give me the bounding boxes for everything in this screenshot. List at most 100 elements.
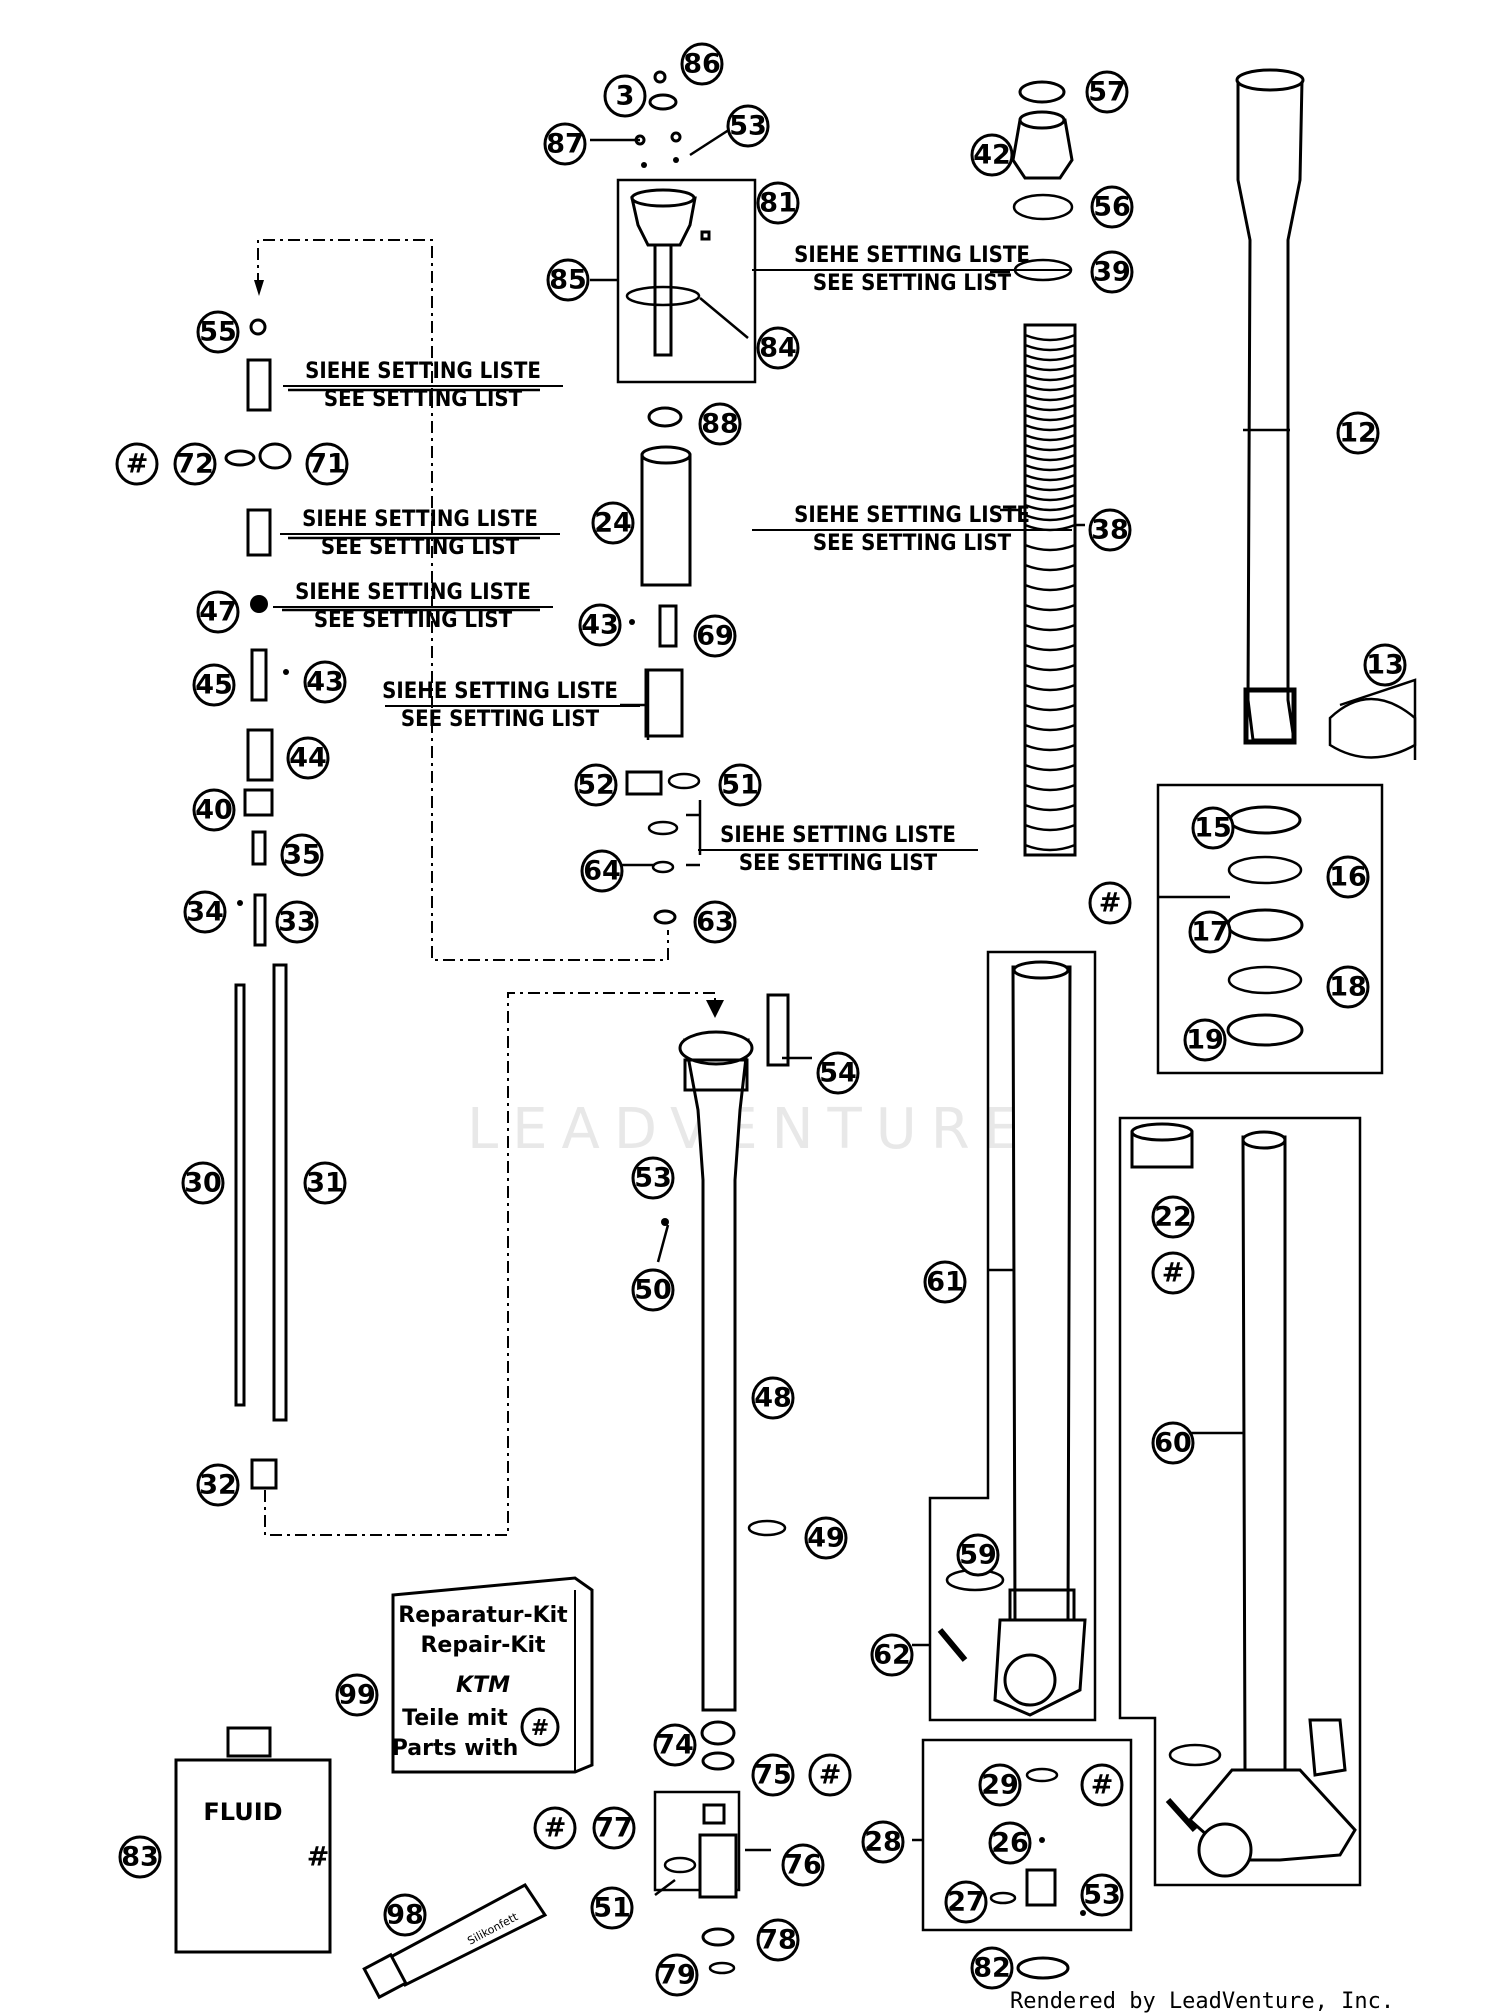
callout-59: 59	[956, 1533, 1000, 1577]
callout-26: 26	[988, 1821, 1032, 1865]
svg-text:77: 77	[595, 1813, 633, 1844]
svg-text:53: 53	[1083, 1880, 1121, 1911]
svg-text:98: 98	[386, 1900, 424, 1931]
callout-hash: #	[1088, 881, 1132, 925]
callout-55: 55	[196, 310, 240, 354]
svg-text:#: #	[126, 449, 149, 480]
svg-text:#: #	[544, 1813, 567, 1844]
callout-24: 24	[591, 501, 635, 545]
svg-text:50: 50	[634, 1275, 672, 1306]
callout-43: 43	[578, 603, 622, 647]
svg-text:45: 45	[195, 670, 233, 701]
callout-40: 40	[192, 788, 236, 832]
callout-78: 78	[756, 1918, 800, 1962]
svg-text:59: 59	[959, 1540, 997, 1571]
setting-labels: SIEHE SETTING LISTE SEE SETTING LIST SIEH…	[273, 243, 1072, 876]
callout-3: 3	[603, 74, 647, 118]
callout-98: 98	[383, 1893, 427, 1937]
svg-text:28: 28	[864, 1827, 902, 1858]
svg-text:SIEHE SETTING LISTE: SIEHE SETTING LISTE	[305, 359, 541, 384]
compression-kit-box	[921, 1738, 1133, 1932]
svg-text:3: 3	[616, 81, 635, 112]
svg-text:53: 53	[729, 111, 767, 142]
svg-text:71: 71	[308, 449, 346, 480]
credit-text: Rendered by LeadVenture, Inc.	[1010, 1989, 1394, 2014]
leader-lines	[282, 124, 1417, 1896]
callout-74: 74	[653, 1723, 697, 1767]
callout-19: 19	[1183, 1018, 1227, 1062]
svg-text:49: 49	[807, 1523, 845, 1554]
svg-text:22: 22	[1154, 1202, 1192, 1233]
callout-31: 31	[303, 1161, 347, 1205]
svg-text:52: 52	[577, 770, 615, 801]
callout-72: 72	[173, 442, 217, 486]
svg-text:32: 32	[199, 1470, 237, 1501]
svg-text:42: 42	[973, 140, 1011, 171]
svg-text:33: 33	[278, 907, 316, 938]
svg-text:SEE SETTING LIST: SEE SETTING LIST	[813, 271, 1012, 296]
svg-text:61: 61	[926, 1267, 964, 1298]
callout-hash: #	[533, 1806, 577, 1850]
callout-85: 85	[546, 258, 590, 302]
svg-text:30: 30	[184, 1168, 222, 1199]
callout-42: 42	[970, 133, 1014, 177]
repair-kit-label: Reparatur-Kit Repair-Kit KTM Teile mit P…	[392, 1603, 568, 1761]
svg-text:79: 79	[658, 1960, 696, 1991]
svg-text:Repair-Kit: Repair-Kit	[420, 1633, 546, 1658]
callout-52: 52	[574, 763, 618, 807]
svg-text:Reparatur-Kit: Reparatur-Kit	[398, 1603, 568, 1628]
callout-63: 63	[693, 900, 737, 944]
callout-76: 76	[781, 1843, 825, 1887]
callout-28: 28	[861, 1820, 905, 1864]
callout-51: 51	[718, 763, 762, 807]
svg-text:72: 72	[176, 449, 214, 480]
svg-text:56: 56	[1093, 192, 1131, 223]
svg-text:60: 60	[1154, 1428, 1192, 1459]
inner-tube-right-box	[1118, 1116, 1362, 1887]
callout-38: 38	[1088, 508, 1132, 552]
svg-text:18: 18	[1329, 972, 1367, 1003]
svg-text:26: 26	[991, 1828, 1029, 1859]
group-boxes	[616, 178, 1384, 1932]
callout-99: 99	[335, 1673, 379, 1717]
svg-text:83: 83	[121, 1842, 159, 1873]
callout-83: 83	[118, 1835, 162, 1879]
svg-text:SEE SETTING LIST: SEE SETTING LIST	[401, 707, 600, 732]
svg-text:19: 19	[1186, 1025, 1224, 1056]
callout-88: 88	[698, 402, 742, 446]
callout-81: 81	[756, 181, 800, 225]
callout-75: 75	[751, 1753, 795, 1797]
svg-text:#: #	[531, 1716, 549, 1741]
svg-text:#: #	[307, 1842, 330, 1873]
svg-text:74: 74	[656, 1730, 694, 1761]
svg-text:#: #	[1091, 1770, 1114, 1801]
svg-text:43: 43	[306, 667, 344, 698]
callout-56: 56	[1090, 185, 1134, 229]
callout-71: 71	[305, 442, 349, 486]
svg-text:86: 86	[683, 49, 721, 80]
callout-44: 44	[286, 736, 330, 780]
fluid-label: FLUID	[203, 1798, 282, 1826]
svg-text:17: 17	[1191, 917, 1229, 948]
svg-text:13: 13	[1366, 650, 1404, 681]
guide-lines	[257, 239, 716, 1536]
svg-text:SIEHE SETTING LISTE: SIEHE SETTING LISTE	[794, 243, 1030, 268]
callout-22: 22	[1151, 1195, 1195, 1239]
callout-13: 13	[1363, 643, 1407, 687]
svg-text:55: 55	[199, 317, 237, 348]
callout-15: 15	[1191, 806, 1235, 850]
svg-text:#: #	[1099, 888, 1122, 919]
callout-35: 35	[280, 833, 324, 877]
callout-53: 53	[726, 104, 770, 148]
svg-text:SIEHE SETTING LISTE: SIEHE SETTING LISTE	[302, 507, 538, 532]
svg-text:SIEHE SETTING LISTE: SIEHE SETTING LISTE	[295, 580, 531, 605]
bushing-kit-box	[1156, 783, 1384, 1075]
base-valve-box	[653, 1790, 741, 1892]
callout-39: 39	[1090, 250, 1134, 294]
setting-label: SIEHE SETTING LISTE SEE SETTING LIST	[752, 243, 1072, 296]
